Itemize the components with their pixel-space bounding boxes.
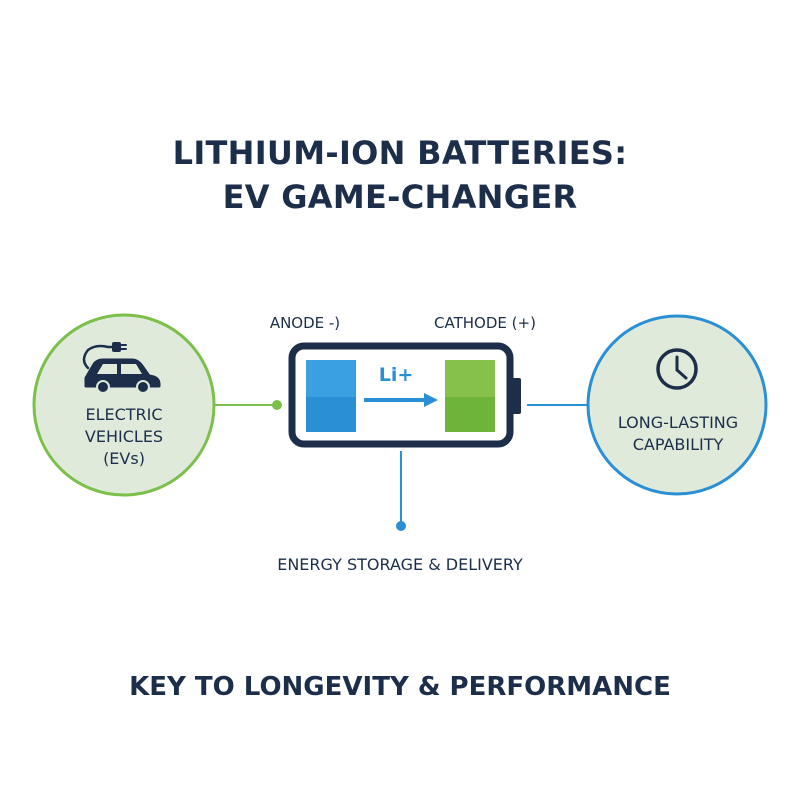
cathode-cell-lower [445,397,495,432]
page-title: LITHIUM-ION BATTERIES: EV GAME-CHANGER [0,131,800,219]
ev-text-line-2: VEHICLES [84,427,164,446]
battery-terminal [511,378,521,414]
ev-text-line-1: ELECTRIC [85,405,163,424]
ion-flow-arrow [364,393,438,407]
ev-node-text: ELECTRIC VEHICLES (EVs) [54,404,194,470]
footer-tagline: KEY TO LONGEVITY & PERFORMANCE [129,672,671,702]
longevity-text-line-1: LONG-LASTING [617,413,739,432]
title-line-1: LITHIUM-ION BATTERIES: [172,134,628,172]
electric-car-icon [82,342,161,394]
energy-storage-label: ENERGY STORAGE & DELIVERY [277,555,523,574]
title-line-2: EV GAME-CHANGER [222,178,578,216]
cathode-label: CATHODE (+) [434,314,536,332]
anode-cell [306,360,356,397]
clock-icon [656,348,698,390]
longevity-node-text: LONG-LASTING CAPABILITY [605,412,751,456]
longevity-text-line-2: CAPABILITY [632,435,724,454]
storage-connector-dot [396,521,406,531]
cathode-cell [445,360,495,397]
anode-cell-lower [306,397,356,432]
longevity-circle [586,314,768,496]
ev-text-line-3: (EVs) [103,449,145,468]
lithium-ion-label: Li+ [378,364,414,386]
ev-connector-dot [272,400,282,410]
anode-label: ANODE -) [269,314,341,332]
